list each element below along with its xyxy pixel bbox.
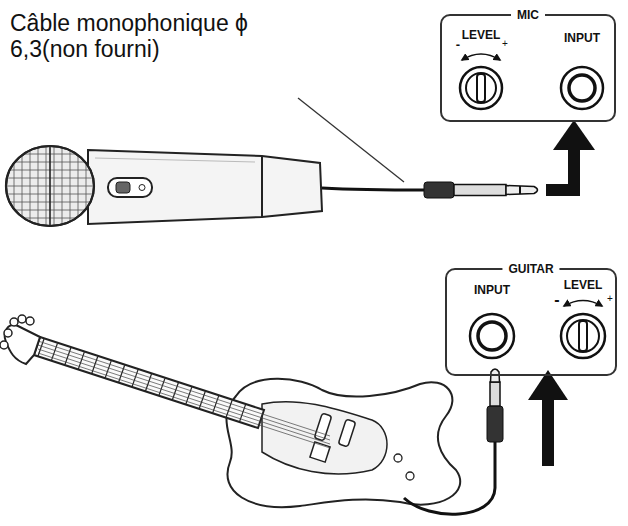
mic-controls xyxy=(460,54,603,109)
jack-label: INPUT xyxy=(564,32,600,46)
insert-arrow xyxy=(528,370,568,466)
jack-label: INPUT xyxy=(474,284,510,298)
guitar-controls xyxy=(470,301,605,359)
panel-title: GUITAR xyxy=(502,261,559,277)
microphone xyxy=(0,140,322,234)
sign-label: - xyxy=(554,291,559,309)
insert-arrow xyxy=(546,120,595,196)
cable-callout: Câble monophonique ϕ 6,3(non fourni) xyxy=(10,10,310,63)
sign-label: + xyxy=(502,38,508,50)
control-label: LEVEL xyxy=(564,279,603,293)
guitar xyxy=(0,315,460,507)
panel-title: MIC xyxy=(511,7,545,23)
guitar-cable xyxy=(404,369,503,514)
sign-label: - xyxy=(456,38,460,53)
mic-cable xyxy=(322,182,538,198)
control-label: LEVEL xyxy=(462,29,501,43)
sign-label: + xyxy=(607,293,613,305)
